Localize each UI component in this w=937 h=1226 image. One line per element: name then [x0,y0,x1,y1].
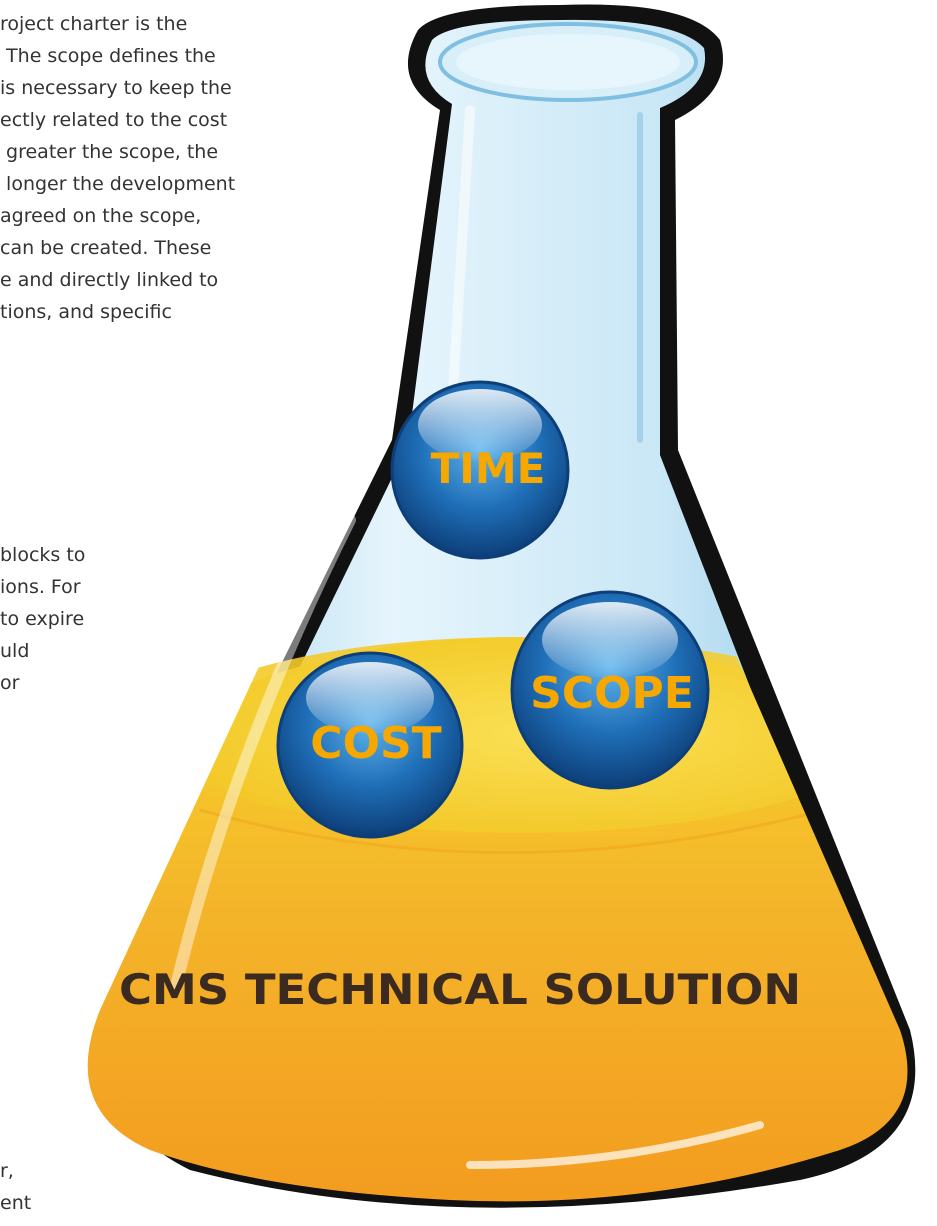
paragraph-line: or [0,672,20,694]
paragraph-line: ions. For [0,576,81,598]
intro-line: longer the development [0,173,236,195]
paragraph-line: blocks to [0,544,86,566]
intro-line: agreed on the scope, [0,205,202,227]
intro-line: e and directly linked to [0,269,219,291]
sphere-label-scope: SCOPE [530,668,694,719]
intro-line: The scope defines the [0,45,216,67]
flask-liquid [87,637,908,1202]
time-sphere: TIME [390,380,570,560]
second-paragraph: blocks to ions. For to expire uld or [0,539,85,699]
paragraph-line: ent [0,1192,32,1214]
bottom-paragraph: r, ent [0,1155,31,1219]
paragraph-line: uld [0,640,30,662]
sphere-label-cost: COST [310,718,441,769]
sphere-label-time: TIME [431,444,546,493]
paragraph-line: to expire [0,608,85,630]
paragraph-line: r, [0,1160,14,1182]
intro-line: greater the scope, the [0,141,219,163]
cost-sphere: COST [276,651,464,839]
intro-paragraph: roject charter is the The scope defines … [0,8,235,328]
intro-line: is necessary to keep the [0,77,232,99]
intro-line: roject charter is the [0,13,188,35]
scope-sphere: SCOPE [510,590,710,790]
intro-line: can be created. These [0,237,212,259]
solution-label: CMS TECHNICAL SOLUTION [119,965,801,1014]
intro-line: tions, and specific [0,301,172,323]
intro-line: ectly related to the cost [0,109,228,131]
